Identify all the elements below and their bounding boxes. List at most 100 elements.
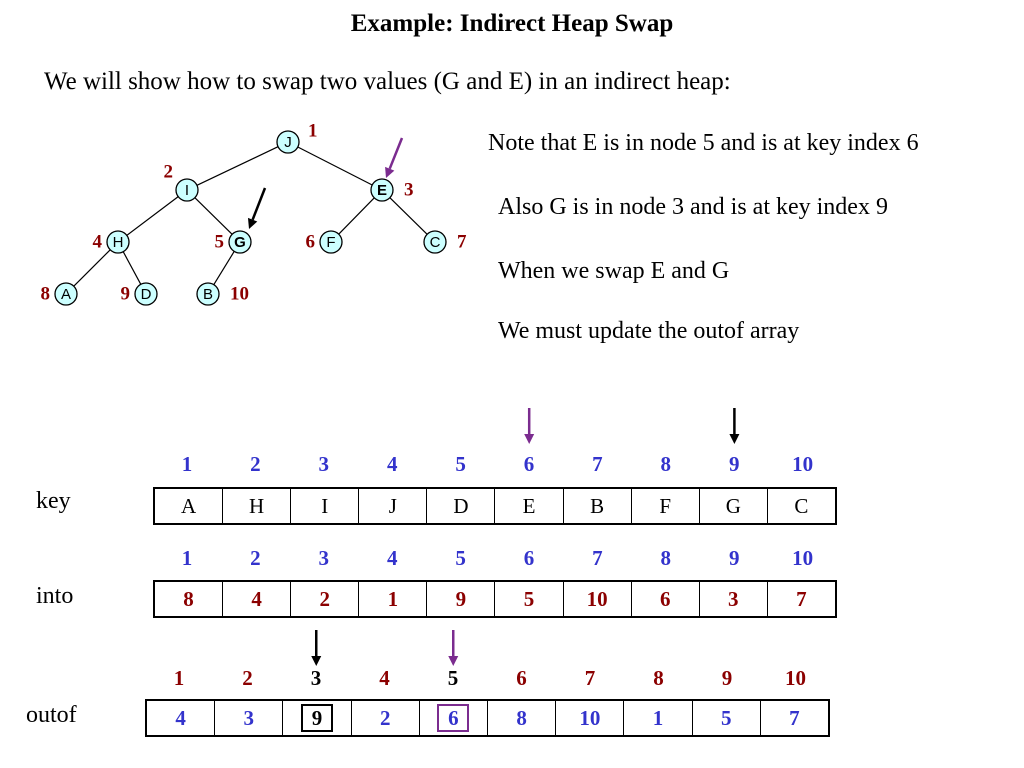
outof-index: 1 (173, 666, 185, 690)
node-label: E (377, 182, 387, 199)
node-label: D (141, 286, 152, 303)
into-cell-value: 1 (387, 586, 399, 611)
into-index: 4 (386, 546, 398, 570)
tree-node-a: A8 (41, 282, 78, 306)
outof-cell-value: 8 (516, 705, 527, 730)
into-index: 10 (792, 546, 814, 570)
key-index: 5 (455, 452, 466, 476)
tree-edge (297, 146, 373, 186)
node-circle (54, 282, 78, 306)
outof-cell-value: 1 (652, 705, 664, 730)
node-index: 8 (41, 284, 51, 305)
outof-cell-value: 2 (379, 705, 391, 730)
node-index: 3 (404, 180, 414, 201)
key-index: 4 (386, 452, 398, 476)
node-index: 7 (457, 232, 467, 253)
node-circle (134, 282, 158, 306)
tree-node-f: F6 (306, 230, 343, 254)
key-pointer-arrow (524, 408, 535, 444)
outof-cell: 7 (759, 701, 828, 735)
outof-array: 4 3 9 2 6 8 10 1 5 7 (145, 699, 830, 737)
outof-cell: 2 (350, 701, 419, 735)
node-index: 4 (93, 232, 103, 253)
outof-cell: 1 (623, 701, 691, 735)
key-index: 1 (181, 452, 193, 476)
node-label: I (185, 182, 189, 199)
outof-cell-value: 6 (448, 705, 459, 730)
key-cell: C (766, 489, 835, 523)
into-cell-value: 7 (796, 586, 807, 611)
key-cell-value: G (725, 493, 741, 518)
outof-cell: 4 (147, 701, 214, 735)
into-index: 8 (660, 546, 672, 570)
outof-index: 5 (447, 666, 459, 690)
outof-cell-value: 9 (311, 705, 323, 730)
key-index: 2 (250, 452, 261, 476)
tree-edge (194, 197, 233, 235)
into-cell: 6 (630, 582, 699, 616)
tree-edge (338, 197, 375, 235)
into-index: 1 (181, 546, 193, 570)
key-cell-value: D (453, 493, 469, 518)
node-circle (228, 230, 252, 254)
node-label: H (113, 234, 124, 251)
outof-array-label: outof (26, 702, 77, 728)
node-circle (175, 178, 199, 202)
key-cell: H (222, 489, 290, 523)
key-cell-value: H (249, 493, 265, 518)
key-index: 10 (792, 452, 814, 476)
outof-pointer-arrow (448, 630, 459, 666)
into-cell: 8 (155, 582, 222, 616)
into-cell: 9 (426, 582, 494, 616)
intro-text: We will show how to swap two values (G a… (44, 68, 731, 95)
tree-edge (126, 196, 179, 236)
key-pointer-arrow (729, 408, 740, 444)
outof-cell: 10 (555, 701, 623, 735)
node-label: B (203, 286, 213, 303)
key-cell-value: E (522, 493, 536, 518)
outof-index: 9 (721, 666, 733, 690)
node-circle (276, 130, 300, 154)
node-label: A (61, 286, 71, 303)
outof-cell-value: 3 (243, 705, 255, 730)
key-cell-value: F (659, 493, 672, 518)
outof-cell-value: 10 (579, 705, 601, 730)
key-cell: F (630, 489, 699, 523)
outof-cell-value: 7 (789, 705, 800, 730)
key-cell-value: J (388, 493, 397, 518)
into-index: 2 (250, 546, 261, 570)
node-circle (319, 230, 343, 254)
outof-index: 10 (785, 666, 806, 690)
outof-cell: 5 (691, 701, 760, 735)
tree-edge (196, 146, 279, 186)
tree-node-h: H4 (93, 230, 130, 254)
key-cell: G (698, 489, 767, 523)
tree-edge (73, 249, 111, 287)
into-index: 5 (455, 546, 466, 570)
outof-cell: 6 (418, 701, 487, 735)
into-cell-value: 5 (523, 586, 535, 611)
highlight-box (301, 704, 333, 732)
key-cell-value: A (180, 493, 197, 518)
outof-pointer-arrow (311, 630, 322, 666)
tree-node-d: D9 (121, 282, 158, 306)
slide-title: Example: Indirect Heap Swap (350, 10, 674, 37)
node-index: 6 (306, 232, 316, 253)
into-cell: 5 (494, 582, 562, 616)
key-cell-value: B (590, 493, 605, 518)
note-g-location: Also G is in node 3 and is at key index … (498, 194, 888, 220)
tree-node-j: J1 (276, 121, 318, 154)
key-index: 7 (592, 452, 603, 476)
node-label: G (234, 234, 246, 251)
key-array-label: key (36, 488, 71, 514)
into-cell: 1 (358, 582, 426, 616)
tree-edge (122, 251, 142, 285)
tree-node-i: I2 (164, 162, 199, 202)
into-cell-value: 10 (586, 586, 608, 611)
into-cell: 4 (222, 582, 290, 616)
into-cell: 7 (766, 582, 835, 616)
into-cell-value: 9 (455, 586, 467, 611)
